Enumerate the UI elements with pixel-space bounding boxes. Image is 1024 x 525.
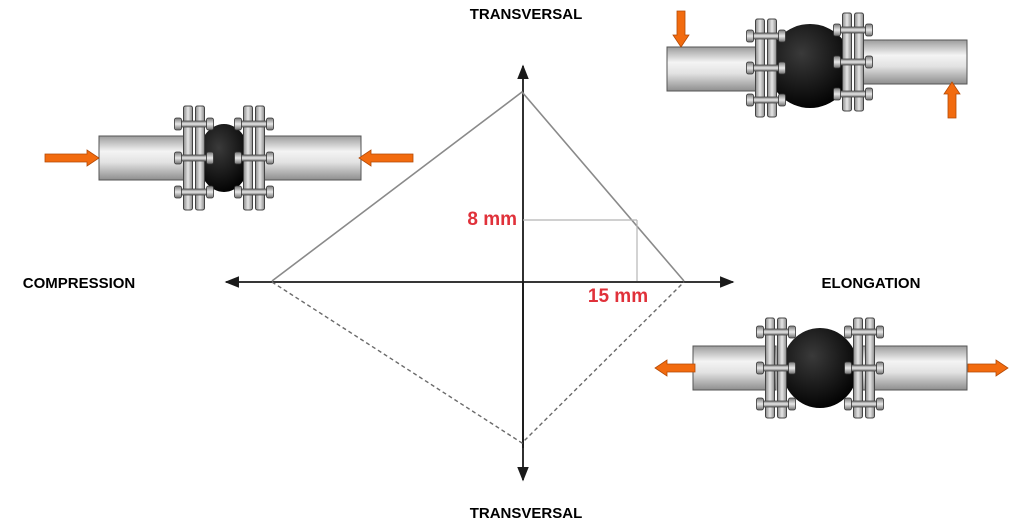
- force-arrow: [358, 149, 414, 167]
- bolt-nut: [876, 397, 884, 411]
- movement-envelope-upper: [271, 90, 685, 282]
- label-dim-15mm: 15 mm: [588, 286, 648, 307]
- force-arrow: [672, 10, 690, 48]
- bolt-nut: [756, 325, 764, 339]
- pipe: [857, 39, 968, 85]
- bolt-nut: [844, 397, 852, 411]
- bolt-nut: [746, 61, 754, 75]
- bolt-nut: [266, 151, 274, 165]
- pipe: [257, 135, 362, 181]
- bolt-nut: [206, 185, 214, 199]
- bolt-nut: [174, 151, 182, 165]
- label-top-transversal: TRANSVERSAL: [470, 6, 583, 23]
- bolt-nut: [788, 397, 796, 411]
- rubber-bellow: [198, 124, 250, 192]
- force-arrow: [943, 81, 961, 119]
- bolt-nut: [206, 151, 214, 165]
- expansion-joint-transversal-icon: [666, 10, 968, 119]
- bolt-nut: [778, 61, 786, 75]
- bolt-nut: [778, 29, 786, 43]
- bolt-nut: [788, 325, 796, 339]
- expansion-joint-elongation-icon: [654, 317, 1009, 419]
- bolt-nut: [266, 117, 274, 131]
- bolt-nut: [865, 55, 873, 69]
- bolt-nut: [833, 55, 841, 69]
- bolt-nut: [844, 361, 852, 375]
- bolt-nut: [234, 117, 242, 131]
- bolt-nut: [206, 117, 214, 131]
- bolt-nut: [756, 361, 764, 375]
- bolt-nut: [266, 185, 274, 199]
- bolt-nut: [174, 185, 182, 199]
- label-elongation: ELONGATION: [822, 275, 921, 292]
- bolt-nut: [746, 29, 754, 43]
- bolt-nut: [833, 87, 841, 101]
- bolt-nut: [778, 93, 786, 107]
- bolt-nut: [865, 87, 873, 101]
- force-arrow: [967, 359, 1009, 377]
- bolt-nut: [746, 93, 754, 107]
- bolt-nut: [833, 23, 841, 37]
- force-arrow: [654, 359, 696, 377]
- bolt-nut: [234, 151, 242, 165]
- bolt-nut: [174, 117, 182, 131]
- rubber-bellow: [782, 328, 858, 408]
- label-dim-8mm: 8 mm: [467, 209, 517, 230]
- rubber-bellow: [768, 24, 852, 108]
- bolt-nut: [876, 325, 884, 339]
- label-bottom-transversal: TRANSVERSAL: [470, 505, 583, 522]
- force-arrow: [44, 149, 100, 167]
- expansion-joint-compression-icon: [44, 105, 414, 211]
- bolt-nut: [234, 185, 242, 199]
- movement-envelope-lower: [271, 281, 685, 444]
- bolt-nut: [756, 397, 764, 411]
- bolt-nut: [844, 325, 852, 339]
- label-compression: COMPRESSION: [23, 275, 136, 292]
- pipe: [666, 46, 761, 92]
- bolt-nut: [876, 361, 884, 375]
- bolt-nut: [788, 361, 796, 375]
- bolt-nut: [865, 23, 873, 37]
